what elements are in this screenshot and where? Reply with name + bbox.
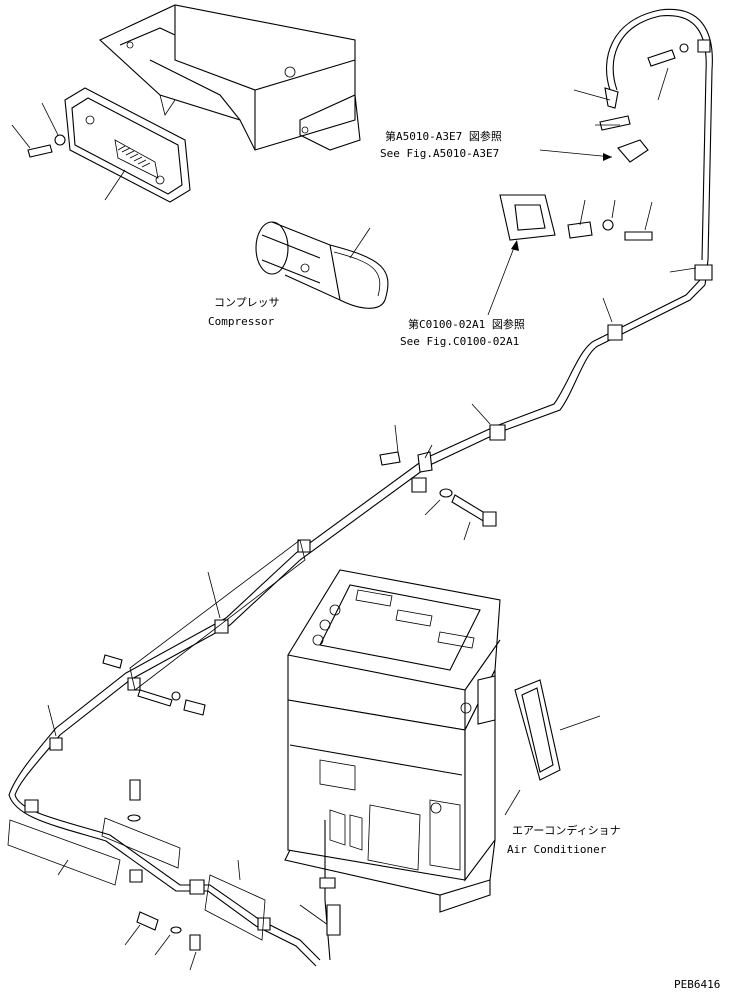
aircon-label-jp: エアーコンディショナ: [512, 823, 621, 837]
compressor-label-jp: コンプレッサ: [214, 296, 280, 309]
bolt-washer-topleft: [11, 102, 126, 201]
reference-c0100-jp: 第C0100-02A1 図参照: [408, 317, 525, 331]
mounting-bracket-box: [99, 4, 361, 151]
aircon-label-en: Air Conditioner: [507, 843, 607, 856]
compressor: [255, 221, 389, 309]
drawing-code: PEB6416: [674, 978, 720, 991]
reference-c0100-en: See Fig.C0100-02A1: [400, 335, 519, 348]
air-filter-cover: [504, 679, 601, 816]
reference-a5010-en: See Fig.A5010-A3E7: [380, 147, 499, 160]
compressor-label-en: Compressor: [208, 315, 275, 328]
top-right-fittings: [499, 8, 713, 286]
reference-a5010-jp: 第A5010-A3E7 図参照: [385, 129, 502, 143]
middle-fasteners: [102, 424, 497, 971]
grille-panel: [64, 87, 191, 203]
wire-harness: [7, 264, 713, 967]
air-conditioner-unit: [284, 569, 501, 961]
